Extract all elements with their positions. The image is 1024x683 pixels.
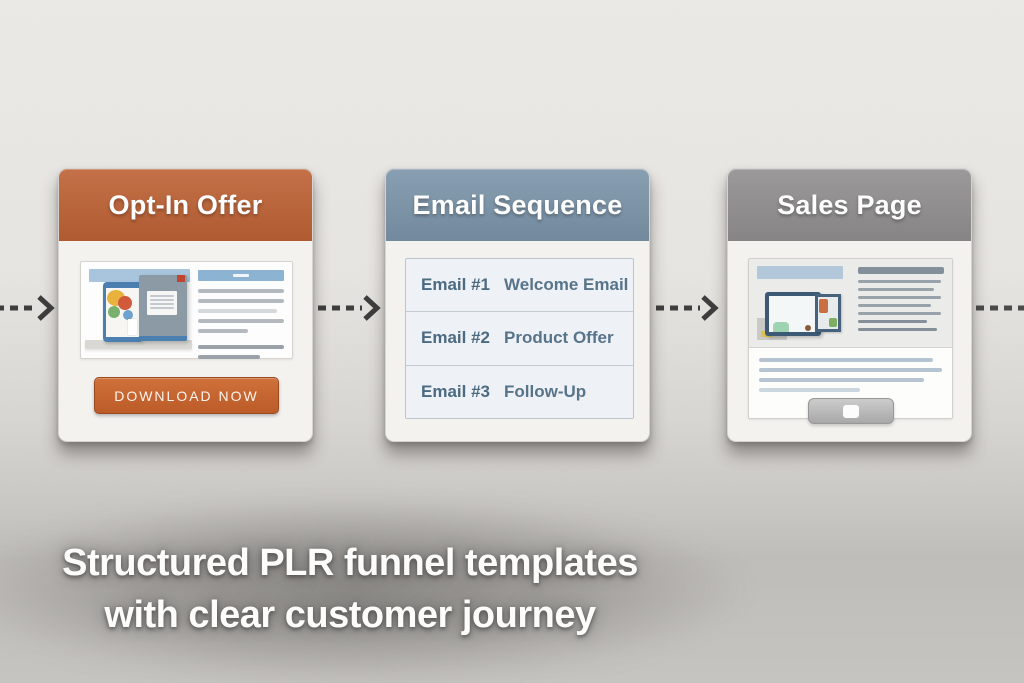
- email-row-description: Welcome Email: [504, 275, 629, 295]
- dashed-arrow-icon: [0, 294, 56, 322]
- side-screen-illustration: [815, 294, 841, 332]
- dashed-arrow-icon: [316, 294, 382, 322]
- text-line: [858, 312, 941, 315]
- text-line: [759, 368, 942, 372]
- card-sales-page: Sales Page: [727, 168, 972, 442]
- decorative-blob: [123, 310, 133, 320]
- caption-line-2: with clear customer journey: [104, 594, 596, 636]
- text-line: [858, 288, 934, 291]
- email-row-1: Email #1 Welcome Email: [406, 259, 633, 313]
- paper-slip-shape: [128, 319, 137, 335]
- card-opt-in-offer: Opt-In Offer: [58, 168, 313, 442]
- card-email-sequence: Email Sequence Email #1 Welcome Email Em…: [385, 168, 650, 442]
- email-row-description: Product Offer: [504, 328, 614, 348]
- label-card-shape: [147, 291, 177, 315]
- sales-page-title: Sales Page: [777, 189, 922, 220]
- email-row-label: Email #3: [421, 381, 490, 401]
- text-line: [150, 299, 174, 301]
- slide-caption: Structured PLR funnel templates with cle…: [0, 537, 700, 641]
- tablet-illustration: [103, 282, 143, 342]
- thumbnail-body-section: [749, 348, 952, 424]
- decorative-blob: [819, 299, 828, 313]
- email-row-description: Follow-Up: [504, 381, 587, 401]
- dashed-line-icon: [976, 294, 1024, 322]
- header-bar-dash: [232, 274, 249, 277]
- monitor-screen: [769, 296, 817, 332]
- header-bar: [197, 270, 284, 281]
- sales-page-header: Sales Page: [728, 169, 971, 241]
- text-line: [197, 355, 260, 359]
- text-line: [197, 319, 284, 323]
- text-line: [197, 289, 284, 293]
- decorative-dot: [805, 325, 811, 331]
- text-line: [197, 329, 248, 333]
- text-line: [150, 295, 174, 297]
- dashed-arrow-icon: [654, 294, 720, 322]
- decorative-blob: [108, 306, 120, 318]
- sales-cta-button[interactable]: [807, 398, 894, 424]
- email-row-label: Email #1: [421, 275, 490, 295]
- tablet-screen: [106, 288, 140, 337]
- text-line: [858, 320, 927, 323]
- text-line: [759, 358, 933, 362]
- text-line: [858, 296, 941, 299]
- email-sequence-table: Email #1 Welcome Email Email #2 Product …: [405, 258, 634, 419]
- caption-line-1: Structured PLR funnel templates: [62, 542, 638, 584]
- monitor-illustration: [765, 292, 821, 336]
- ebook-illustration: [139, 275, 187, 341]
- text-line: [858, 280, 941, 283]
- download-now-label: DOWNLOAD NOW: [114, 387, 259, 404]
- thumbnail-hero-section: [749, 259, 952, 348]
- opt-in-offer-header: Opt-In Offer: [59, 169, 312, 241]
- shelf-shape: [85, 340, 192, 349]
- bookmark-tab-shape: [177, 275, 185, 282]
- hero-left-column: [757, 266, 850, 340]
- button-square-icon: [842, 404, 859, 418]
- email-row-3: Email #3 Follow-Up: [406, 366, 633, 418]
- thumbnail-text-column: [197, 269, 284, 359]
- text-line: [759, 378, 924, 382]
- opt-in-offer-title: Opt-In Offer: [108, 189, 263, 220]
- text-line: [759, 388, 860, 392]
- heading-bar: [858, 267, 944, 274]
- email-row-2: Email #2 Product Offer: [406, 312, 633, 366]
- text-line: [197, 345, 284, 349]
- email-sequence-header: Email Sequence: [386, 169, 649, 241]
- decorative-blob: [118, 296, 132, 310]
- hero-text-column: [858, 266, 944, 340]
- sales-page-thumbnail: [748, 258, 953, 424]
- decorative-blob: [773, 322, 789, 332]
- thumbnail-left-column: [85, 269, 192, 351]
- text-line: [858, 304, 932, 307]
- text-line: [858, 328, 938, 331]
- text-line: [150, 307, 174, 309]
- download-now-button[interactable]: DOWNLOAD NOW: [94, 377, 279, 414]
- decorative-blob: [829, 318, 837, 327]
- text-line: [197, 309, 278, 313]
- text-line: [150, 303, 174, 305]
- banner-bar: [757, 266, 843, 279]
- text-line: [197, 299, 284, 303]
- opt-in-landing-page-thumbnail: [80, 261, 293, 359]
- side-screen: [818, 297, 838, 329]
- email-row-label: Email #2: [421, 328, 490, 348]
- email-sequence-title: Email Sequence: [412, 189, 623, 220]
